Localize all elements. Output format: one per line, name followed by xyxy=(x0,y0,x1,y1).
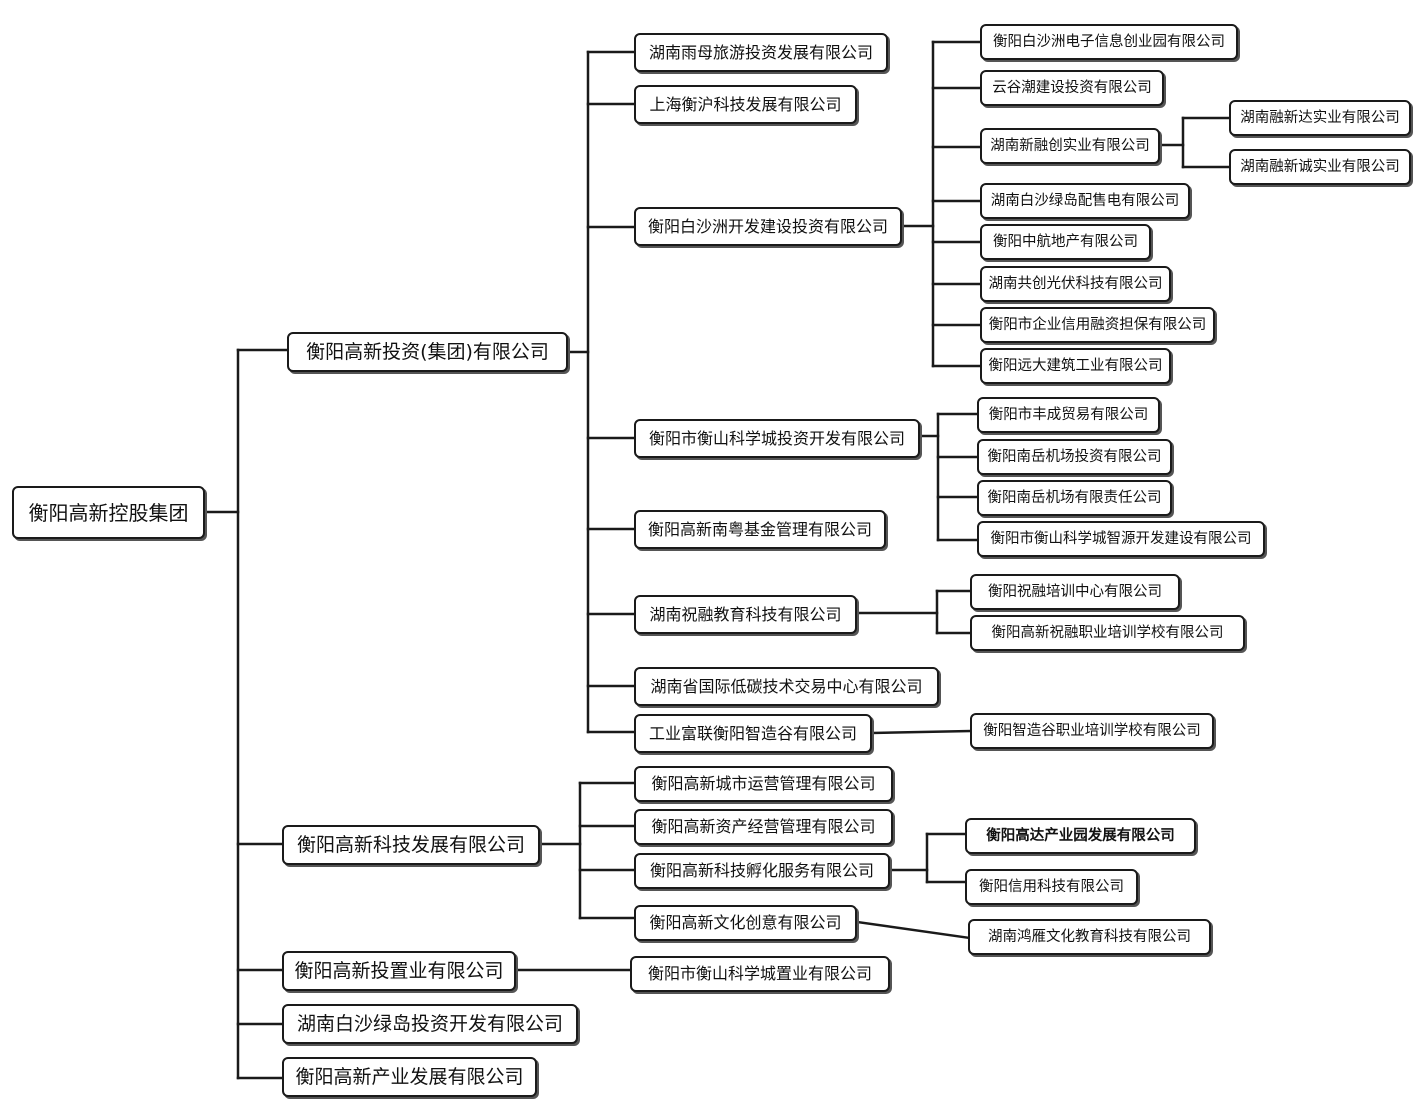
node-l2-tech-incubation: 衡阳高新科技孵化服务有限公司 xyxy=(634,853,890,889)
node-l3-xinrongchuang: 湖南新融创实业有限公司 xyxy=(980,128,1160,164)
node-l2-science-city-invest: 衡阳市衡山科学城投资开发有限公司 xyxy=(634,419,920,458)
node-l2-nanyue-fund: 衡阳高新南粤基金管理有限公司 xyxy=(634,510,886,549)
node-l1-baisha-greenisland: 湖南白沙绿岛投资开发有限公司 xyxy=(282,1004,578,1044)
node-l3-yungu-construction: 云谷潮建设投资有限公司 xyxy=(980,70,1164,106)
node-l3-credit-technology: 衡阳信用科技有限公司 xyxy=(965,869,1138,905)
node-l1-industry-development: 衡阳高新产业发展有限公司 xyxy=(282,1057,537,1097)
node-l2-foxconn-smart-valley: 工业富联衡阳智造谷有限公司 xyxy=(634,714,872,753)
node-l3-fengcheng-trade: 衡阳市丰成贸易有限公司 xyxy=(977,397,1160,433)
node-l3-airport-llc: 衡阳南岳机场有限责任公司 xyxy=(977,480,1172,516)
node-l3-yuanda-construction: 衡阳远大建筑工业有限公司 xyxy=(980,348,1171,384)
node-l3-credit-guarantee: 衡阳市企业信用融资担保有限公司 xyxy=(980,307,1215,343)
node-l3-aviation-realestate: 衡阳中航地产有限公司 xyxy=(980,224,1151,260)
node-l2-city-operation: 衡阳高新城市运营管理有限公司 xyxy=(634,766,893,802)
node-l2-yumu-tourism: 湖南雨母旅游投资发展有限公司 xyxy=(634,33,888,72)
node-l1-investment-group: 衡阳高新投资(集团)有限公司 xyxy=(287,332,568,372)
node-l1-property: 衡阳高新投置业有限公司 xyxy=(282,951,516,991)
node-l3-photovoltaic: 湖南共创光伏科技有限公司 xyxy=(980,266,1171,302)
node-l2-baishazhou-dev: 衡阳白沙洲开发建设投资有限公司 xyxy=(634,207,902,246)
node-l2-science-city-property: 衡阳市衡山科学城置业有限公司 xyxy=(630,956,890,992)
node-l3-smart-valley-school: 衡阳智造谷职业培训学校有限公司 xyxy=(970,713,1214,749)
node-l3-gaoda-industrial-park: 衡阳高达产业园发展有限公司 xyxy=(965,818,1196,854)
node-l2-asset-management: 衡阳高新资产经营管理有限公司 xyxy=(634,809,893,845)
node-l3-power-sales: 湖南白沙绿岛配售电有限公司 xyxy=(980,183,1190,219)
node-l3-hongyan-education: 湖南鸿雁文化教育科技有限公司 xyxy=(968,919,1211,955)
node-l4-rongxincheng: 湖南融新诚实业有限公司 xyxy=(1229,149,1411,185)
node-l2-zhurong-education: 湖南祝融教育科技有限公司 xyxy=(634,595,857,634)
node-l3-electronic-park: 衡阳白沙洲电子信息创业园有限公司 xyxy=(980,24,1238,60)
node-l2-shanghai-henghu: 上海衡沪科技发展有限公司 xyxy=(634,85,857,124)
node-l2-cultural-creative: 衡阳高新文化创意有限公司 xyxy=(634,905,857,941)
node-l1-tech-development: 衡阳高新科技发展有限公司 xyxy=(282,825,540,865)
node-l3-airport-invest: 衡阳南岳机场投资有限公司 xyxy=(977,439,1172,475)
node-l3-zhurong-vocational-school: 衡阳高新祝融职业培训学校有限公司 xyxy=(970,615,1245,651)
node-l3-zhiyuan-development: 衡阳市衡山科学城智源开发建设有限公司 xyxy=(977,521,1265,557)
node-l4-rongxinda: 湖南融新达实业有限公司 xyxy=(1229,100,1411,136)
node-l2-lowcarbon-exchange: 湖南省国际低碳技术交易中心有限公司 xyxy=(634,667,939,706)
node-root: 衡阳高新控股集团 xyxy=(12,486,205,539)
node-l3-zhurong-training-center: 衡阳祝融培训中心有限公司 xyxy=(970,574,1180,610)
